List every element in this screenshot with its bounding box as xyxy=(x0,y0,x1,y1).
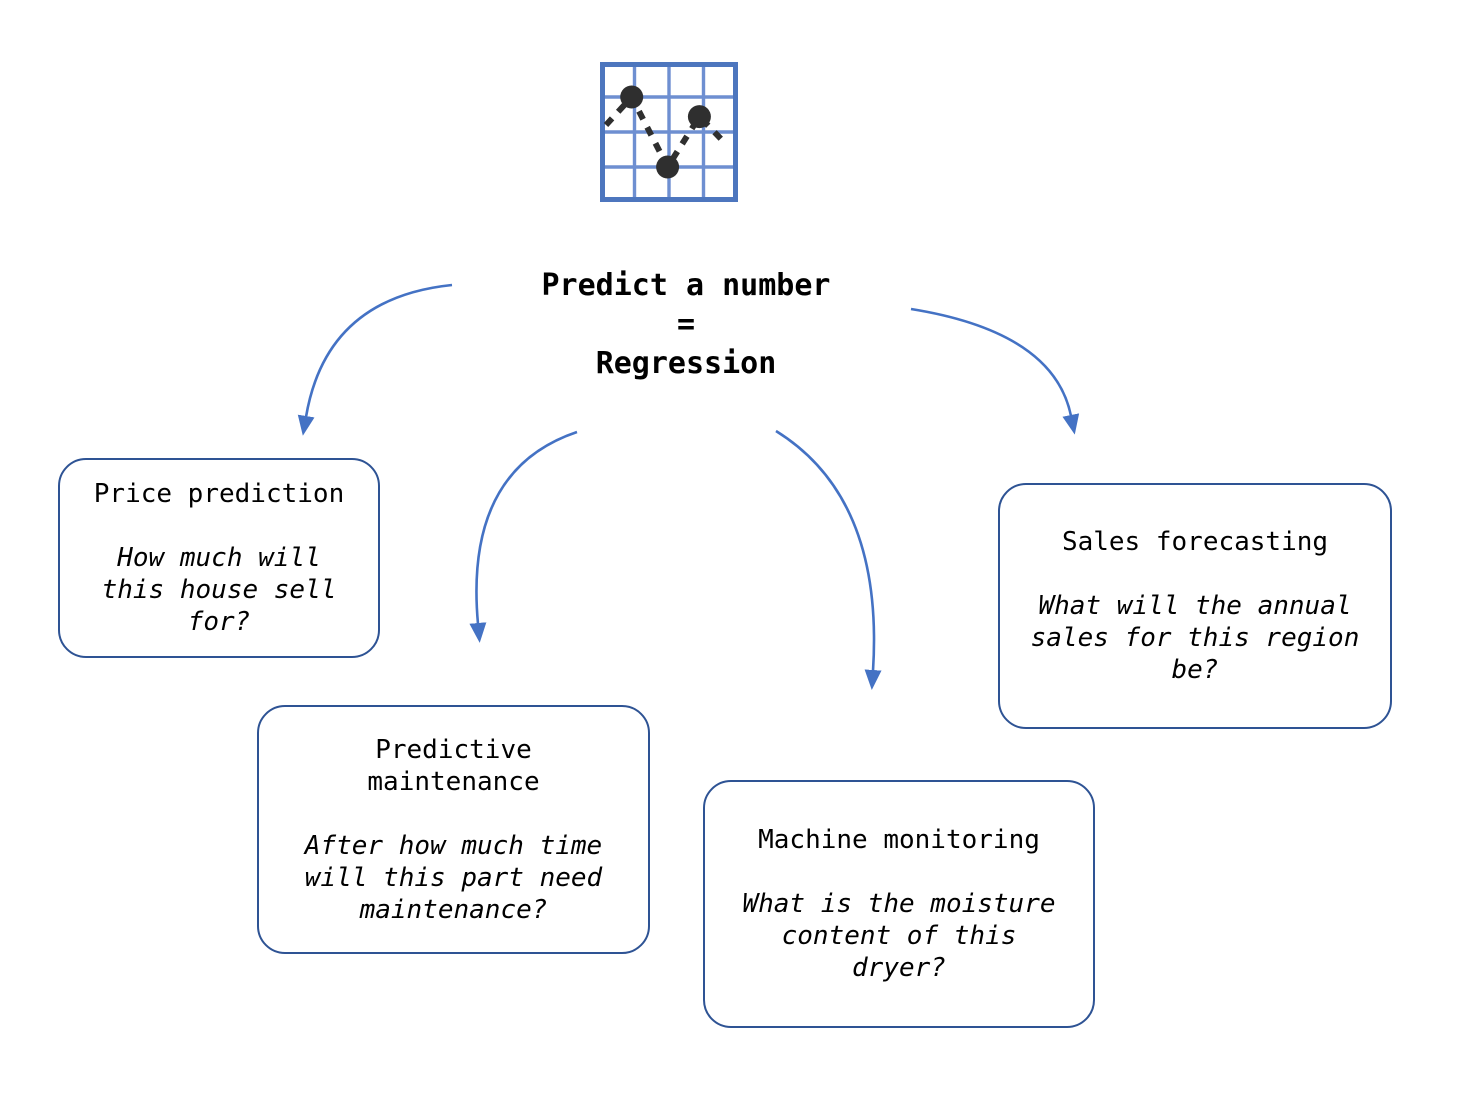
node-title: Sales forecasting xyxy=(1061,527,1329,557)
arrow-to-machine-monitoring xyxy=(775,429,882,690)
node-title: Predictive maintenance xyxy=(367,734,540,797)
icon-grid-frame xyxy=(600,62,738,202)
node-price-prediction: Price prediction How much will this hous… xyxy=(58,458,380,658)
icon-data-points xyxy=(620,85,711,179)
node-question: What is the moisture content of this dry… xyxy=(742,889,1056,983)
arrow-to-price-prediction xyxy=(297,283,453,436)
node-question: After how much time will this part need … xyxy=(304,830,603,925)
node-sales-forecasting: Sales forecasting What will the annual s… xyxy=(998,483,1392,729)
node-machine-monitoring: Machine monitoring What is the moisture … xyxy=(703,780,1095,1028)
root-label: Predict a number = Regression xyxy=(541,268,831,381)
node-question: What will the annual sales for this regi… xyxy=(1030,591,1360,685)
node-question: How much will this house sell for? xyxy=(101,543,337,637)
arrow-to-predictive-maintenance xyxy=(469,430,578,643)
node-predictive-maintenance: Predictive maintenance After how much ti… xyxy=(257,705,650,954)
node-title: Machine monitoring xyxy=(758,825,1040,855)
line-chart-icon xyxy=(600,62,738,202)
node-title: Price prediction xyxy=(93,479,345,509)
